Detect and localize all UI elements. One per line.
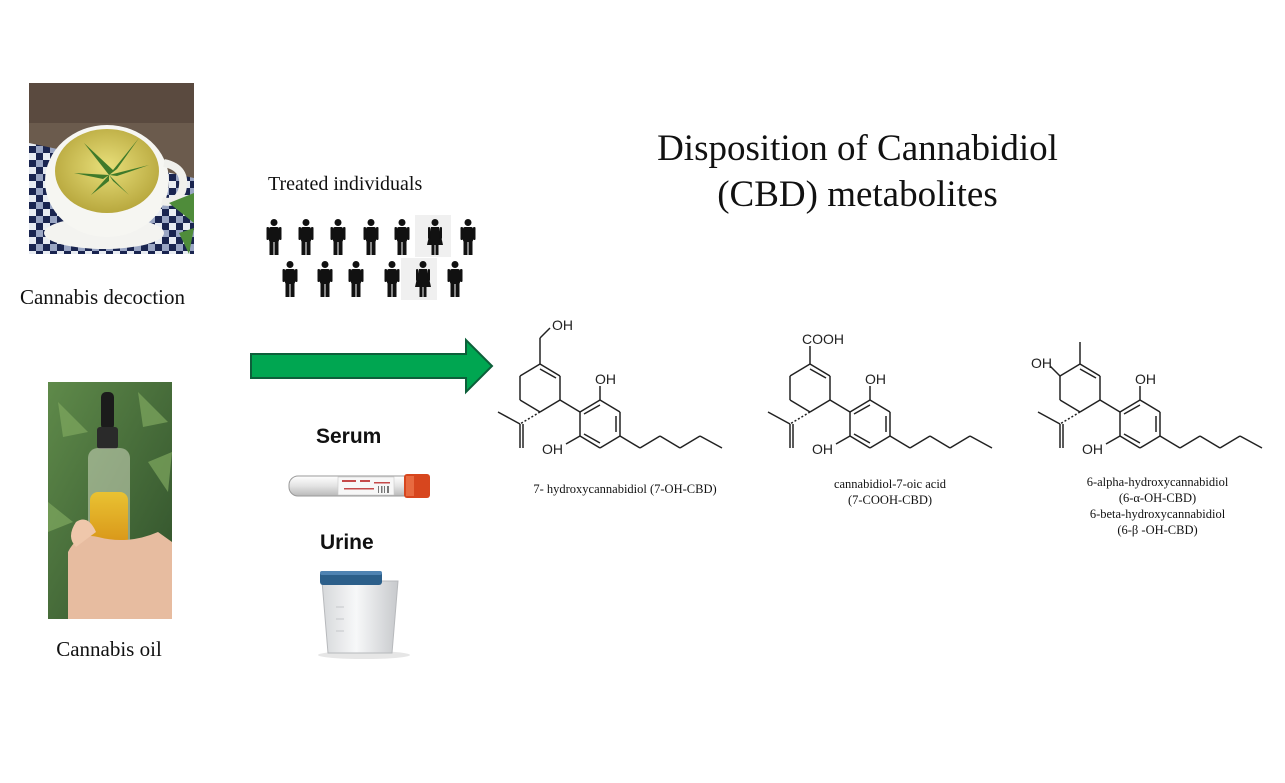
title-line-2: (CBD) metabolites	[717, 174, 998, 215]
serum-label: Serum	[316, 425, 382, 448]
phenol-bottom-label: OH	[542, 441, 563, 457]
phenol-top-label: OH	[595, 371, 616, 387]
functional-group-label: OH	[1031, 355, 1052, 371]
male-person-icon	[447, 261, 463, 297]
male-person-icon	[282, 261, 298, 297]
green-arrow-icon	[250, 337, 494, 395]
phenol-top-label: OH	[1135, 371, 1156, 387]
male-person-icon	[384, 261, 400, 297]
male-person-icon	[317, 261, 333, 297]
title-line-1: Disposition of Cannabidiol	[657, 128, 1058, 169]
functional-group-label: OH	[552, 317, 573, 333]
metabolite-structure-6-oh-cbd: OH OH OH	[1031, 342, 1263, 457]
treated-individuals-label: Treated individuals	[268, 173, 423, 195]
caption-line: (6-β -OH-CBD)	[1117, 523, 1198, 537]
caption-line: (7-COOH-CBD)	[847, 493, 933, 507]
cannabis-oil-image	[48, 382, 172, 619]
urine-label: Urine	[320, 531, 374, 554]
treated-individuals-icons	[266, 215, 476, 300]
metabolite-caption-7-cooh-cbd: cannabidiol-7-oic acid (7-COOH-CBD)	[790, 476, 990, 508]
flow-arrow	[250, 337, 494, 395]
cannabis-decoction-image	[29, 83, 194, 254]
caption-line: 7- hydroxycannabidiol (7-OH-CBD)	[533, 482, 717, 496]
male-person-icon	[460, 219, 476, 255]
cannabis-decoction-label: Cannabis decoction	[19, 285, 186, 309]
caption-line: cannabidiol-7-oic acid	[833, 477, 947, 491]
diagram-title: Disposition of Cannabidiol (CBD) metabol…	[600, 126, 1115, 218]
metabolite-caption-6-oh-cbd: 6-alpha-hydroxycannabidiol (6-α-OH-CBD) …	[1045, 474, 1270, 538]
phenol-top-label: OH	[865, 371, 886, 387]
male-person-icon	[330, 219, 346, 255]
phenol-bottom-label: OH	[1082, 441, 1103, 457]
male-person-icon	[348, 261, 364, 297]
male-person-icon	[363, 219, 379, 255]
metabolite-structure-7-cooh-cbd: COOH OH OH	[767, 331, 993, 457]
metabolite-caption-7-oh-cbd: 7- hydroxycannabidiol (7-OH-CBD)	[510, 481, 740, 497]
functional-group-label: COOH	[802, 331, 844, 347]
male-person-icon	[394, 219, 410, 255]
cannabis-oil-label: Cannabis oil	[56, 637, 162, 661]
urine-container-icon	[318, 571, 410, 659]
serum-tube-icon	[288, 474, 430, 498]
caption-line: 6-beta-hydroxycannabidiol	[1089, 507, 1226, 521]
metabolite-structure-7-oh-cbd: OH OH OH	[497, 317, 723, 457]
male-person-icon	[298, 219, 314, 255]
caption-line: (6-α-OH-CBD)	[1118, 491, 1197, 505]
male-person-icon	[266, 219, 282, 255]
caption-line: 6-alpha-hydroxycannabidiol	[1086, 475, 1229, 489]
phenol-bottom-label: OH	[812, 441, 833, 457]
